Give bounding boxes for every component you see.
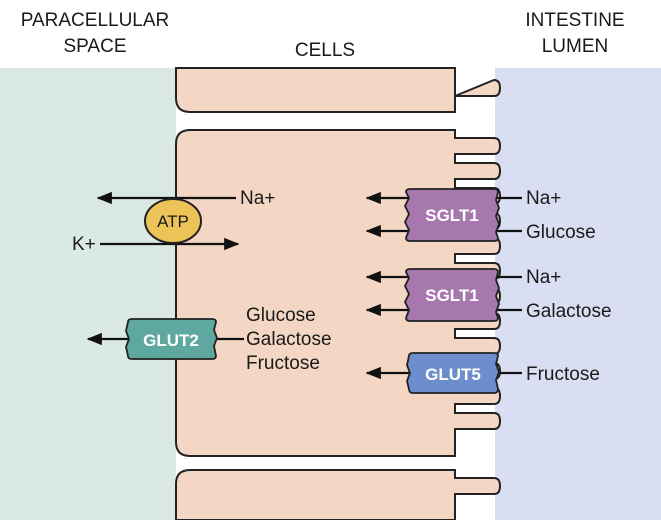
sglt1-galactose-transporter — [403, 268, 500, 322]
sglt1-glucose-na-label: Na+ — [526, 188, 561, 209]
glut5-fructose-label: Fructose — [526, 364, 600, 385]
header-paracellular-line2: SPACE — [63, 36, 126, 57]
glut2-label: GLUT2 — [143, 331, 199, 350]
cell-sugar-galactose: Galactose — [246, 329, 332, 350]
cell-sugar-fructose: Fructose — [246, 353, 320, 374]
pump-na-label: Na+ — [240, 188, 275, 209]
glut5-transporter — [406, 352, 500, 394]
atp-label: ATP — [157, 212, 189, 231]
lower-cell — [175, 469, 502, 520]
glut2-transporter — [125, 318, 218, 360]
sglt1-galactose-label: SGLT1 — [425, 286, 479, 305]
glut5-label: GLUT5 — [425, 365, 481, 384]
header-paracellular-line1: PARACELLULAR — [21, 10, 170, 31]
cell-sugar-glucose: Glucose — [246, 305, 316, 326]
pump-k-label: K+ — [72, 234, 96, 255]
paracellular-space-region — [0, 68, 176, 520]
intestine-lumen-region — [495, 68, 661, 520]
sglt1-galactose-na-label: Na+ — [526, 267, 561, 288]
sglt1-glucose-substrate-label: Glucose — [526, 222, 596, 243]
sglt1-glucose-label: SGLT1 — [425, 206, 479, 225]
upper-cell — [175, 67, 502, 113]
header-lumen-line1: INTESTINE — [525, 10, 624, 31]
header-cells: CELLS — [295, 40, 355, 61]
atp-pump — [144, 198, 202, 244]
header-lumen-line2: LUMEN — [542, 36, 609, 57]
sglt1-galactose-substrate-label: Galactose — [526, 301, 612, 322]
sglt1-glucose-transporter — [403, 188, 500, 242]
